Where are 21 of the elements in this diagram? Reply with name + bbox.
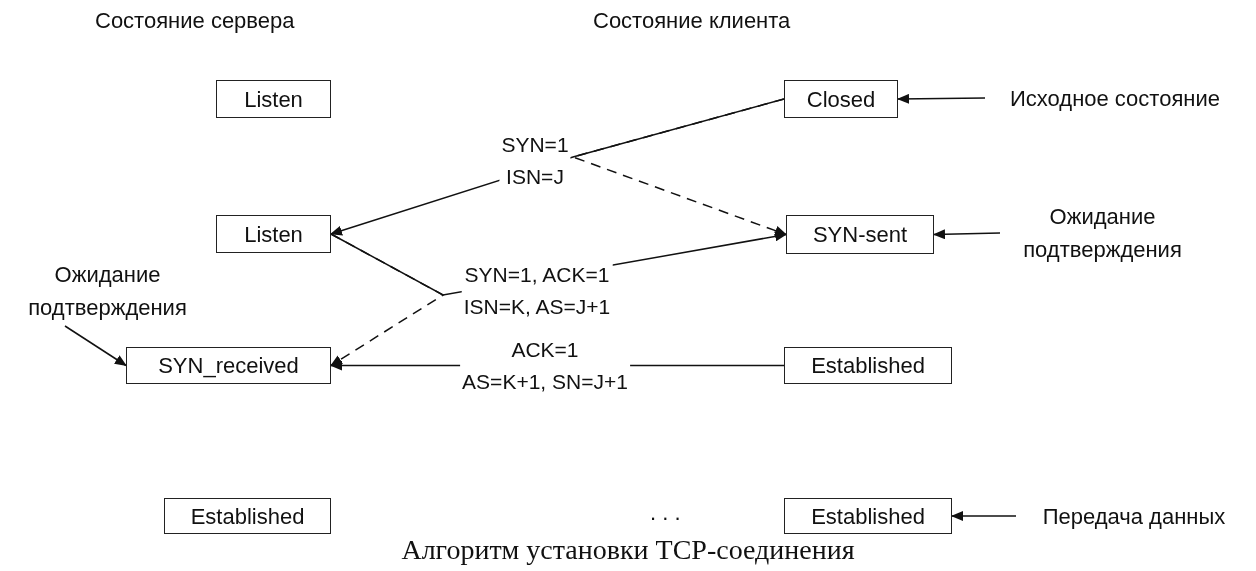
arrow bbox=[897, 93, 986, 104]
state-box: Established bbox=[164, 498, 331, 534]
state-box: Established bbox=[784, 347, 952, 384]
caption: Алгоритм установки TCP-соединения bbox=[400, 534, 856, 566]
annotation-text: Ожидание подтверждения bbox=[1000, 198, 1205, 268]
arrow bbox=[64, 325, 127, 367]
arrow bbox=[951, 511, 1017, 521]
state-box: SYN-sent bbox=[786, 215, 934, 254]
column-heading: Состояние сервера bbox=[95, 8, 295, 34]
annotation-text: Передача данных bbox=[1016, 498, 1252, 534]
column-heading: Состояние клиента bbox=[593, 8, 791, 34]
state-box: Closed bbox=[784, 80, 898, 118]
dashed-arrow bbox=[330, 233, 445, 367]
arrow bbox=[933, 229, 1001, 240]
state-box: Listen bbox=[216, 80, 331, 118]
ellipsis: . . . bbox=[650, 500, 681, 526]
state-box: SYN_received bbox=[126, 347, 331, 384]
annotation-text: Ожидание подтверждения bbox=[5, 256, 210, 326]
annotation-text: Исходное состояние bbox=[985, 80, 1245, 116]
state-box: Listen bbox=[216, 215, 331, 253]
state-box: Established bbox=[784, 498, 952, 534]
